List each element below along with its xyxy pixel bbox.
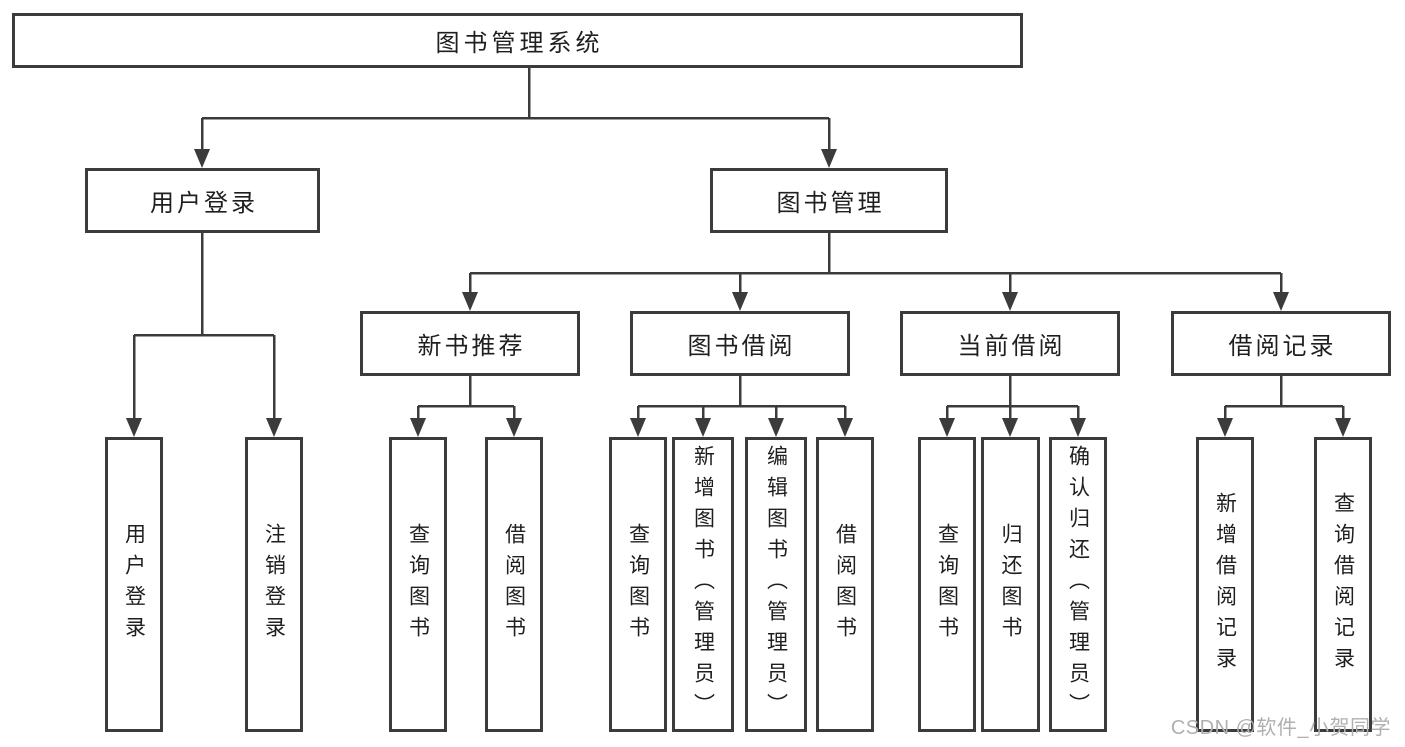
arrowhead-down-icon xyxy=(194,149,210,168)
node-label: 图书管理 xyxy=(776,190,885,217)
node-label: 注销登录 xyxy=(262,522,286,647)
node-label: 查询图书 xyxy=(406,522,430,647)
node-label: 借阅图书 xyxy=(502,522,526,647)
arrowhead-down-icon xyxy=(410,418,426,437)
arrowhead-down-icon xyxy=(821,149,837,168)
node-root-system: 图书管理系统 xyxy=(12,13,1023,68)
arrowhead-down-icon xyxy=(1217,418,1233,437)
node-current-borrowing: 当前借阅 xyxy=(900,311,1120,376)
leaf-logout: 注销登录 xyxy=(245,437,303,732)
connector-bookborrow-to-leaves xyxy=(636,376,847,419)
node-label: 图书借阅 xyxy=(687,333,796,360)
arrowhead-down-icon xyxy=(1335,418,1351,437)
node-new-book-recommend: 新书推荐 xyxy=(360,311,580,376)
arrowhead-down-icon xyxy=(1002,292,1018,311)
connector-bookmgmt-to-level3 xyxy=(468,233,1283,293)
node-label: 新书推荐 xyxy=(417,333,526,360)
node-label: 图书管理系统 xyxy=(435,30,604,57)
node-label: 查询图书 xyxy=(935,522,959,647)
leaf-query-book-borrow: 查询图书 xyxy=(609,437,667,732)
leaf-query-borrow-record: 查询借阅记录 xyxy=(1314,437,1372,732)
connector-userlogin-to-leaves xyxy=(132,233,276,419)
node-label: 查询图书 xyxy=(626,522,650,647)
leaf-return-book: 归还图书 xyxy=(981,437,1040,732)
leaf-add-book-admin: 新增图书（管理员） xyxy=(672,437,734,732)
leaf-query-book-recommend: 查询图书 xyxy=(389,437,447,732)
node-label: 确认归还（管理员） xyxy=(1066,445,1090,724)
arrowhead-down-icon xyxy=(768,418,784,437)
arrowhead-down-icon xyxy=(695,418,711,437)
leaf-edit-book-admin: 编辑图书（管理员） xyxy=(745,437,807,732)
connector-currentborrow-to-leaves xyxy=(945,376,1080,419)
node-user-login: 用户登录 xyxy=(85,168,320,233)
leaf-add-borrow-record: 新增借阅记录 xyxy=(1196,437,1254,732)
node-label: 用户登录 xyxy=(122,522,146,647)
arrowhead-down-icon xyxy=(126,418,142,437)
leaf-borrow-book-recommend: 借阅图书 xyxy=(485,437,543,732)
arrowhead-down-icon xyxy=(837,418,853,437)
node-label: 借阅记录 xyxy=(1228,333,1337,360)
node-label: 当前借阅 xyxy=(957,333,1066,360)
node-book-borrowing: 图书借阅 xyxy=(630,311,850,376)
leaf-confirm-return-admin: 确认归还（管理员） xyxy=(1049,437,1107,732)
node-label: 新增借阅记录 xyxy=(1213,491,1237,678)
node-label: 查询借阅记录 xyxy=(1331,491,1355,678)
arrowhead-down-icon xyxy=(630,418,646,437)
arrowhead-down-icon xyxy=(506,418,522,437)
node-borrowing-records: 借阅记录 xyxy=(1171,311,1391,376)
watermark: CSDN @软件_小贺同学 xyxy=(1170,717,1391,739)
arrowhead-down-icon xyxy=(732,292,748,311)
arrowhead-down-icon xyxy=(266,418,282,437)
leaf-borrow-book: 借阅图书 xyxy=(816,437,874,732)
connector-root-to-level2 xyxy=(200,68,831,150)
connector-newbook-to-leaves xyxy=(416,376,516,419)
node-label: 借阅图书 xyxy=(833,522,857,647)
arrowhead-down-icon xyxy=(1002,418,1018,437)
connector-borrowrecord-to-leaves xyxy=(1223,376,1345,419)
arrowhead-down-icon xyxy=(462,292,478,311)
node-label: 归还图书 xyxy=(999,522,1022,647)
node-label: 新增图书（管理员） xyxy=(691,445,715,724)
node-label: 用户登录 xyxy=(150,190,258,217)
node-book-management: 图书管理 xyxy=(710,168,948,233)
arrowhead-down-icon xyxy=(1273,292,1289,311)
arrowhead-down-icon xyxy=(939,418,955,437)
leaf-query-book-current: 查询图书 xyxy=(918,437,976,732)
leaf-user-login: 用户登录 xyxy=(105,437,163,732)
arrowhead-down-icon xyxy=(1070,418,1086,437)
node-label: 编辑图书（管理员） xyxy=(764,445,788,724)
